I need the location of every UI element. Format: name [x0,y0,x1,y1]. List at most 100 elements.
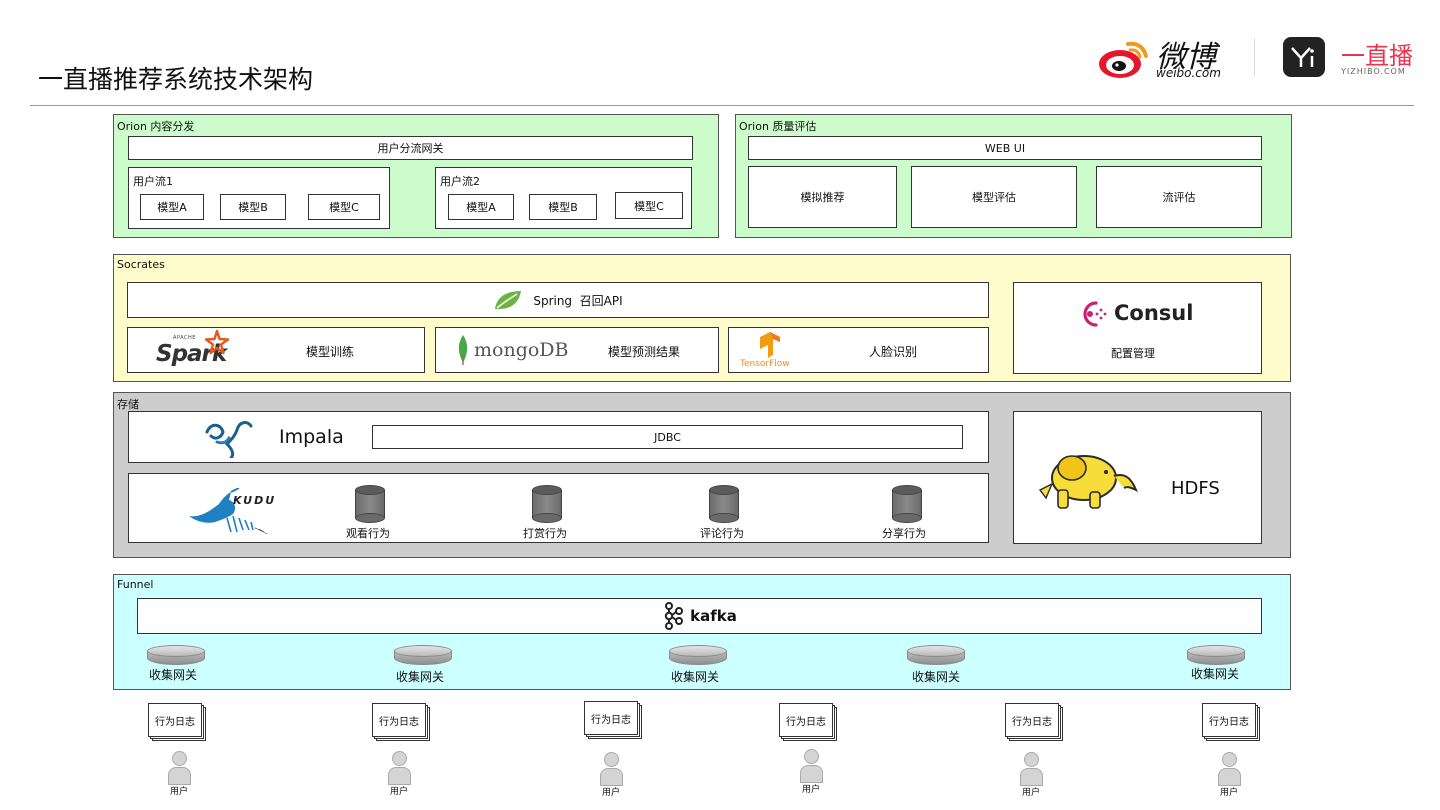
tensorflow-face-box: TensorFlow 人脸识别 [728,327,989,373]
stream-evaluation-box: 流评估 [1096,166,1262,228]
stream1-model-b: 模型B [220,194,286,220]
user-1-icon: 用户 [164,751,194,797]
collect-gateway-4-label: 收集网关 [912,670,961,684]
orion-distribution-label: Orion 内容分发 [117,120,195,133]
yizhibo-domain-text: YIZHIBO.COM [1341,67,1406,76]
spark-star-icon [204,329,230,355]
mongodb-logo-text: mongoDB [474,339,569,361]
collect-gateway-3-router-icon [669,645,727,667]
weibo-domain-text: weibo.com [1156,66,1221,80]
tip-table-cylinder-icon [532,485,562,523]
spark-logo: APACHE Spark [156,329,236,371]
spring-leaf-icon [495,291,522,309]
hadoop-elephant-icon [1038,455,1138,509]
kafka-box: kafka [137,598,1262,634]
hdfs-text: HDFS [1171,478,1220,499]
user-2-label: 用户 [389,787,408,797]
user-1-label: 用户 [169,787,188,797]
collect-gateway-4-router-icon [907,645,965,667]
tip-table-label: 打赏行为 [523,527,567,540]
share-table-label: 分享行为 [882,527,926,540]
stream2-model-b: 模型B [529,194,597,220]
yizhibo-logo: 一直播 YIZHIBO.COM [1282,36,1422,80]
user-stream-1-label: 用户流1 [133,175,173,188]
mongodb-task-text: 模型预测结果 [608,345,681,359]
socrates-label: Socrates [117,258,165,271]
behavior-log-3-label: 行为日志 [584,701,638,735]
web-ui-box: WEB UI [748,136,1262,160]
behavior-log-6: 行为日志 [1202,703,1260,741]
stream2-model-a: 模型A [448,194,514,220]
storage-label: 存储 [117,398,139,411]
mongodb-results-box: mongoDB 模型预测结果 [435,327,719,373]
watch-table-cylinder-icon [355,485,385,523]
behavior-log-1-label: 行为日志 [148,703,202,737]
behavior-log-5: 行为日志 [1005,703,1063,741]
spring-recall-api-text: Spring 召回API [533,293,623,308]
collect-gateway-2-label: 收集网关 [396,670,445,684]
user-5-icon: 用户 [1016,752,1046,798]
spark-logo-top-text: APACHE [173,335,196,341]
stream1-model-c: 模型C [308,194,380,220]
comment-table-cylinder-icon [709,485,739,523]
impala-logo-icon [205,421,253,458]
weibo-eye-icon [1099,41,1148,78]
page-title: 一直播推荐系统技术架构 [38,65,314,94]
model-evaluation-box: 模型评估 [911,166,1077,228]
header-divider [30,105,1414,106]
jdbc-box: JDBC [372,425,963,449]
weibo-brand-text: 微博 [1156,40,1216,75]
kafka-logo-icon [664,602,684,630]
hdfs-box: HDFS [1013,411,1262,544]
user-6-icon: 用户 [1214,752,1244,798]
collect-gateway-1-label: 收集网关 [149,668,198,682]
share-table-cylinder-icon [892,485,922,523]
behavior-log-4-label: 行为日志 [779,703,833,737]
behavior-log-5-label: 行为日志 [1005,703,1059,737]
spark-training-box: APACHE Spark 模型训练 [127,327,425,373]
behavior-log-2: 行为日志 [372,703,430,741]
comment-table-label: 评论行为 [700,527,744,540]
consul-logo-icon [1083,301,1107,327]
spark-logo-text: Spark [156,341,227,367]
tensorflow-logo-icon [760,332,780,358]
consul-logo-text: Consul [1114,301,1194,325]
funnel-label: Funnel [117,578,154,591]
behavior-log-1: 行为日志 [148,703,206,741]
consul-task-text: 配置管理 [1111,347,1155,360]
logo-divider [1254,38,1255,76]
behavior-log-2-label: 行为日志 [372,703,426,737]
kafka-text: kafka [690,607,737,625]
user-4-icon: 用户 [796,749,826,795]
impala-text: Impala [279,426,344,448]
user-stream-2-label: 用户流2 [440,175,480,188]
collect-gateway-2-router-icon [394,645,452,667]
user-5-label: 用户 [1021,788,1040,798]
kudu-antelope-icon [189,488,268,534]
user-gateway-box: 用户分流网关 [128,136,693,160]
behavior-log-4: 行为日志 [779,703,837,741]
behavior-log-6-label: 行为日志 [1202,703,1256,737]
user-3-icon: 用户 [596,752,626,798]
weibo-logo: 微博 weibo.com [1098,34,1238,80]
user-2-icon: 用户 [384,751,414,797]
impala-box: Impala JDBC [128,411,989,463]
watch-table-label: 观看行为 [346,527,390,540]
consul-config-box: Consul 配置管理 [1013,282,1262,374]
mongodb-leaf-icon [458,335,468,365]
behavior-log-3: 行为日志 [584,701,642,739]
spring-recall-api-box: Spring 召回API [127,282,989,318]
user-6-label: 用户 [1219,788,1238,798]
simulated-recommendation-box: 模拟推荐 [748,166,897,228]
yizhibo-brand-text: 一直播 [1341,42,1413,70]
tensorflow-task-text: 人脸识别 [869,345,918,359]
collect-gateway-3-label: 收集网关 [671,670,720,684]
tensorflow-logo-text: TensorFlow [740,359,790,369]
kudu-logo-text: KUDU [233,494,277,507]
collect-gateway-1-router-icon [147,645,205,667]
orion-quality-label: Orion 质量评估 [739,120,817,133]
user-4-label: 用户 [801,785,820,795]
yizhibo-app-icon [1283,37,1325,77]
spark-task-text: 模型训练 [306,345,355,359]
stream1-model-a: 模型A [140,194,204,220]
